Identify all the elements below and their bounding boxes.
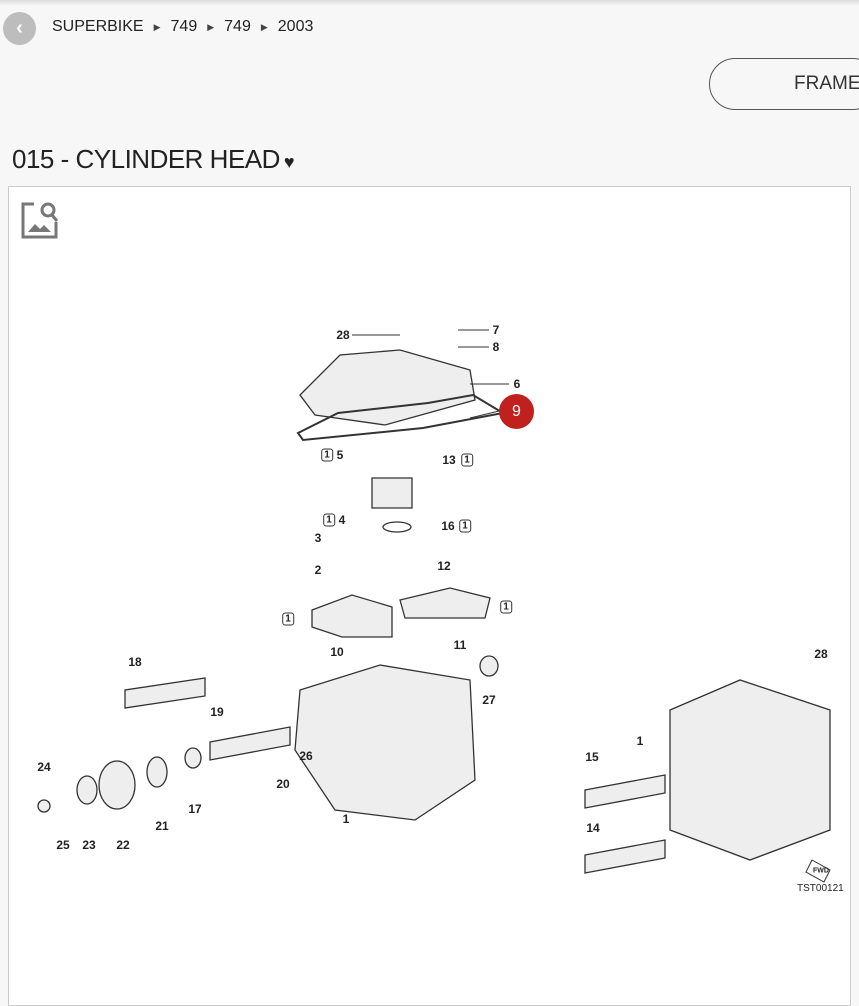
- breadcrumb-item[interactable]: 749: [224, 18, 251, 35]
- selected-callout-9[interactable]: 9: [499, 394, 534, 429]
- drawing-code: TST00121: [797, 883, 844, 894]
- note-pentagon-icon: 1: [323, 513, 335, 527]
- note-pentagon-icon: 1: [461, 453, 473, 467]
- callout[interactable]: 1: [636, 734, 644, 748]
- top-shadow: [0, 0, 859, 6]
- callout[interactable]: 4: [338, 513, 346, 527]
- callout[interactable]: 1: [342, 812, 350, 826]
- caret-right-icon: ▶: [260, 21, 268, 32]
- frame-button[interactable]: FRAME: [709, 58, 859, 110]
- callout[interactable]: 22: [116, 838, 130, 852]
- callout[interactable]: 20: [276, 777, 290, 791]
- callout[interactable]: 10: [330, 645, 344, 659]
- note-pentagon-icon: 1: [282, 612, 294, 626]
- diagram-panel: [8, 186, 851, 1006]
- callout[interactable]: 13: [442, 453, 456, 467]
- chevron-left-icon: ‹: [16, 17, 23, 39]
- callout[interactable]: 28: [336, 328, 350, 342]
- title-text: 015 - CYLINDER HEAD: [12, 144, 280, 174]
- caret-right-icon: ▶: [153, 21, 161, 32]
- callout[interactable]: 7: [492, 323, 500, 337]
- callout[interactable]: 8: [492, 340, 500, 354]
- callout[interactable]: 24: [37, 760, 51, 774]
- callout[interactable]: 18: [128, 655, 142, 669]
- callout[interactable]: 11: [453, 638, 467, 652]
- breadcrumb-item[interactable]: 2003: [277, 18, 314, 35]
- callout[interactable]: 16: [441, 519, 455, 533]
- breadcrumb: SUPERBIKE ▶ 749 ▶ 749 ▶ 2003: [52, 18, 313, 36]
- callout[interactable]: 23: [82, 838, 96, 852]
- breadcrumb-item[interactable]: 749: [170, 18, 198, 35]
- callout[interactable]: 25: [56, 838, 70, 852]
- callout[interactable]: 14: [586, 821, 600, 835]
- image-zoom-icon[interactable]: [20, 200, 60, 240]
- callout[interactable]: 6: [513, 377, 521, 391]
- page-title[interactable]: 015 - CYLINDER HEAD♥: [12, 144, 295, 175]
- fwd-label: FWD: [813, 867, 829, 875]
- callout[interactable]: 28: [814, 647, 828, 661]
- back-button[interactable]: ‹: [3, 12, 36, 45]
- callout[interactable]: 26: [299, 749, 313, 763]
- note-pentagon-icon: 1: [500, 600, 512, 614]
- callout[interactable]: 17: [188, 802, 202, 816]
- callout[interactable]: 2: [314, 563, 322, 577]
- callout[interactable]: 12: [437, 559, 451, 573]
- callout[interactable]: 15: [585, 750, 599, 764]
- callout[interactable]: 5: [336, 448, 344, 462]
- callout[interactable]: 3: [314, 531, 322, 545]
- callout[interactable]: 19: [210, 705, 224, 719]
- note-pentagon-icon: 1: [321, 448, 333, 462]
- callout[interactable]: 27: [482, 693, 496, 707]
- callout[interactable]: 21: [155, 819, 169, 833]
- note-pentagon-icon: 1: [459, 519, 471, 533]
- caret-right-icon: ▶: [207, 21, 215, 32]
- heart-dropdown-icon[interactable]: ♥: [283, 152, 295, 172]
- breadcrumb-item[interactable]: SUPERBIKE: [52, 18, 144, 35]
